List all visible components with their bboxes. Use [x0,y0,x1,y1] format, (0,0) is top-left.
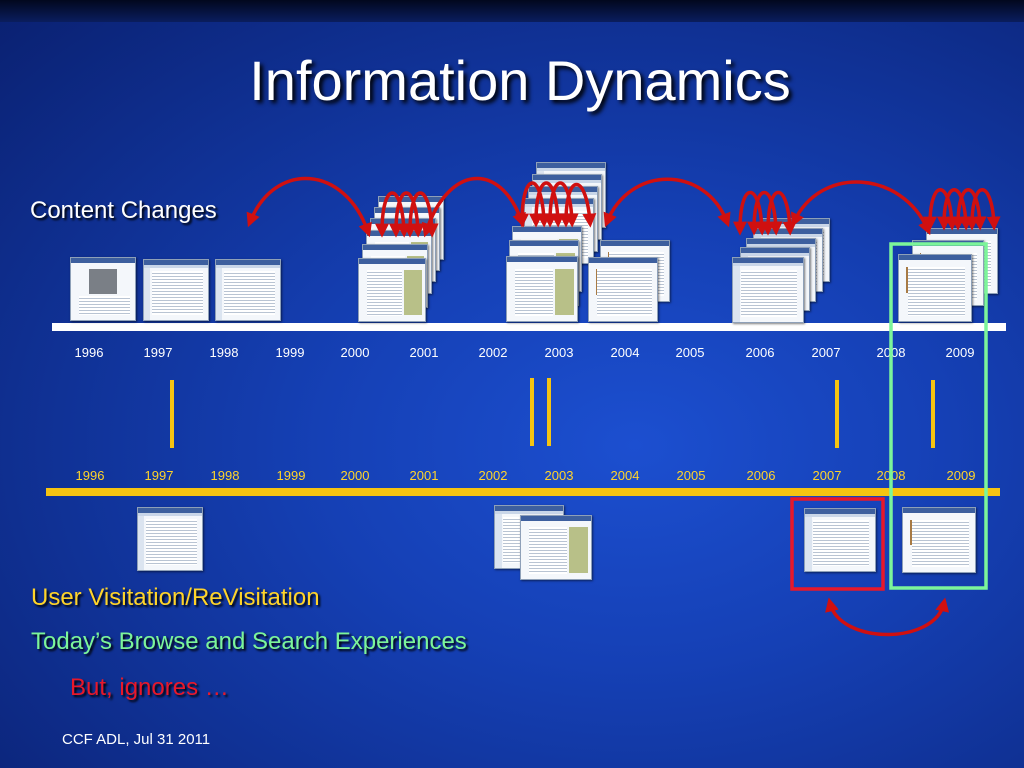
content-year-2002: 2002 [478,345,508,360]
page-thumbnail-2006 [732,257,804,323]
content-year-2000: 2000 [340,345,370,360]
content-year-2009: 2009 [945,345,975,360]
visit-year-1996: 1996 [75,468,105,483]
change-arrow [375,191,411,238]
change-arrow [543,181,579,228]
footer-text: CCF ADL, Jul 31 2011 [62,731,211,748]
content-year-1996: 1996 [74,345,104,360]
user-visitation-label: User Visitation/ReVisitation [31,584,320,611]
visit-year-2009: 2009 [946,468,976,483]
compare-arrow [825,597,950,637]
visit-tick [547,378,551,446]
change-arrow [389,191,425,238]
change-arrow [761,191,797,236]
slide-title: Information Dynamics [249,49,791,112]
change-arrow [529,181,565,228]
visit-year-1999: 1999 [276,468,306,483]
visit-year-2005: 2005 [676,468,706,483]
content-year-2004: 2004 [610,345,640,360]
visit-tick [170,380,174,448]
change-arrow [747,191,783,236]
visit-year-1998: 1998 [210,468,240,483]
page-thumbnail-1996 [70,257,136,321]
change-arrow [246,176,372,238]
content-year-1997: 1997 [143,345,173,360]
change-arrow [965,188,1001,231]
browse-highlight-box [889,242,988,590]
visit-year-2004: 2004 [610,468,640,483]
change-arrow [603,177,731,228]
content-year-1998: 1998 [209,345,239,360]
content-year-1999: 1999 [275,345,305,360]
change-arrows [246,176,1001,637]
content-changes-label: Content Changes [30,197,217,224]
top-bar [0,0,1024,22]
change-arrow [515,181,551,228]
change-arrow [559,183,597,228]
content-year-2001: 2001 [409,345,439,360]
page-thumbnail-2002 [506,256,578,322]
content-timeline [52,323,1006,331]
visited-page-1997 [137,507,203,571]
content-year-2007: 2007 [811,345,841,360]
change-arrow [951,188,987,231]
page-thumbnail-1998 [215,259,281,321]
content-year-2005: 2005 [675,345,705,360]
visit-tick [835,380,839,448]
visited-page-2009 [902,507,976,573]
visited-page-2003 [520,515,592,580]
visit-year-2000: 2000 [340,468,370,483]
page-thumbnail-2004 [588,257,658,322]
content-year-2006: 2006 [745,345,775,360]
visit-year-1997: 1997 [144,468,174,483]
visit-tick [530,378,534,446]
browse-search-label: Today’s Browse and Search Experiences [31,628,467,655]
visit-timeline [46,488,1000,496]
ignores-label: But, ignores … [70,674,229,701]
page-thumbnail-2009 [898,254,972,322]
page-thumbnail-2000 [358,258,426,322]
ignore-highlight-box [790,497,885,591]
page-thumbnail-1997 [143,259,209,321]
change-arrow [733,191,769,236]
change-arrow [923,188,959,231]
visit-year-2006: 2006 [746,468,776,483]
visit-year-2003: 2003 [544,468,574,483]
change-arrow [421,176,526,238]
visit-year-2001: 2001 [409,468,439,483]
change-arrow [791,180,932,236]
visit-tick [931,380,935,448]
visited-page-2007 [804,508,876,572]
change-arrow [937,188,973,231]
content-year-2003: 2003 [544,345,574,360]
visit-year-2002: 2002 [478,468,508,483]
visit-year-2007: 2007 [812,468,842,483]
